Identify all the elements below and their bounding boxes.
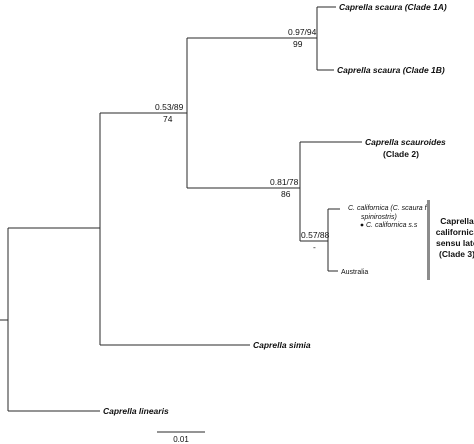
taxon-label-australia: Australia (341, 269, 368, 276)
taxon-label-simia: Caprella simia (253, 340, 311, 350)
taxon-label-scaura-1b: Caprella scaura (Clade 1B) (337, 65, 445, 75)
support-bootstrap-scaura-node: 99 (293, 39, 303, 49)
taxon-label-californica-spinirostris-line1: C. californica (C. scaura f. (348, 205, 429, 212)
support-posterior-californica-node: 0.57/88 (301, 230, 330, 240)
support-posterior-clade23-node: 0.81/78 (270, 177, 299, 187)
clade-3-bracket (427, 200, 430, 280)
support-bootstrap-upper-node: 74 (163, 114, 173, 124)
support-posterior-upper-node: 0.53/89 (155, 102, 184, 112)
scale-bar-label: 0.01 (173, 435, 189, 444)
sample-marker (360, 223, 364, 227)
clade-3-label-line3: sensu lato (436, 238, 474, 248)
taxon-label-clade-2: (Clade 2) (383, 149, 419, 159)
clade-3-label-line4: (Clade 3) (439, 249, 474, 259)
clade-3-label-line1: Caprella (440, 216, 474, 226)
support-bootstrap-clade23-node: 86 (281, 189, 291, 199)
taxon-label-californica-spinirostris-line2: spinirostris) (361, 214, 397, 221)
taxon-label-linearis: Caprella linearis (103, 406, 169, 416)
clade-3-label-line2: californica (436, 227, 474, 237)
support-bootstrap-californica-node: - (313, 242, 316, 252)
support-posterior-scaura-node: 0.97/94 (288, 27, 317, 37)
taxon-label-scauroides: Caprella scauroides (365, 137, 446, 147)
taxon-label-californica-ss: C. californica s.s (366, 222, 418, 229)
taxon-label-scaura-1a: Caprella scaura (Clade 1A) (339, 2, 447, 12)
